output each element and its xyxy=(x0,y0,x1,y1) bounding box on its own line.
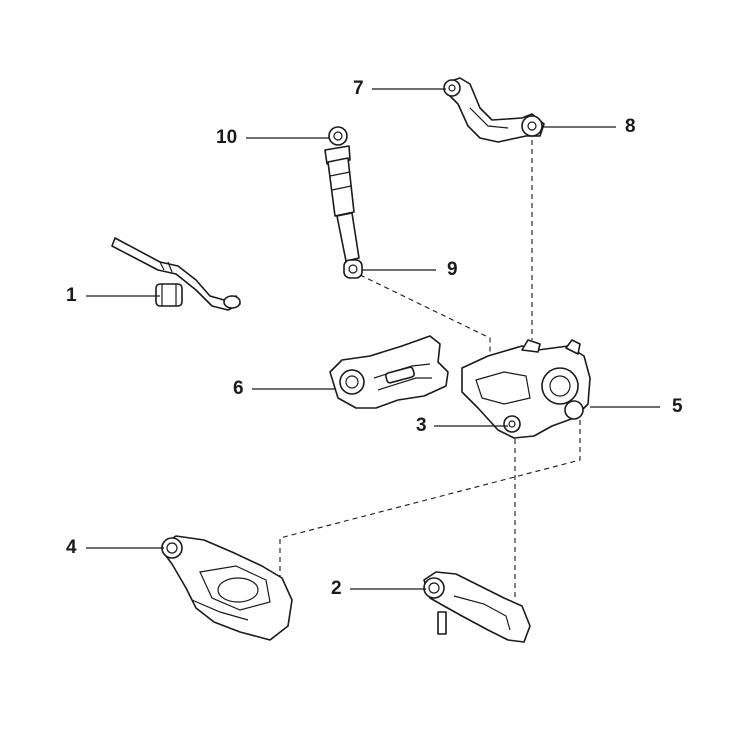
callout-1: 1 xyxy=(66,285,77,306)
lateral-link-arm xyxy=(329,335,449,409)
leader-lines xyxy=(86,88,660,590)
callout-10: 10 xyxy=(216,127,238,148)
upper-control-arm xyxy=(443,77,545,143)
lower-link-arm xyxy=(423,571,531,643)
callout-3: 3 xyxy=(416,415,427,436)
steering-knuckle xyxy=(461,339,591,439)
callout-6: 6 xyxy=(233,378,244,399)
stabilizer-bushing xyxy=(155,283,183,307)
stabilizer-bar xyxy=(111,237,241,311)
shock-absorber xyxy=(324,126,363,279)
callout-9: 9 xyxy=(447,259,458,280)
callout-8: 8 xyxy=(625,116,636,137)
callout-7: 7 xyxy=(353,78,364,99)
callout-5: 5 xyxy=(672,396,683,417)
callout-2: 2 xyxy=(331,578,342,599)
callout-4: 4 xyxy=(66,537,77,558)
lower-control-arm xyxy=(161,535,293,641)
